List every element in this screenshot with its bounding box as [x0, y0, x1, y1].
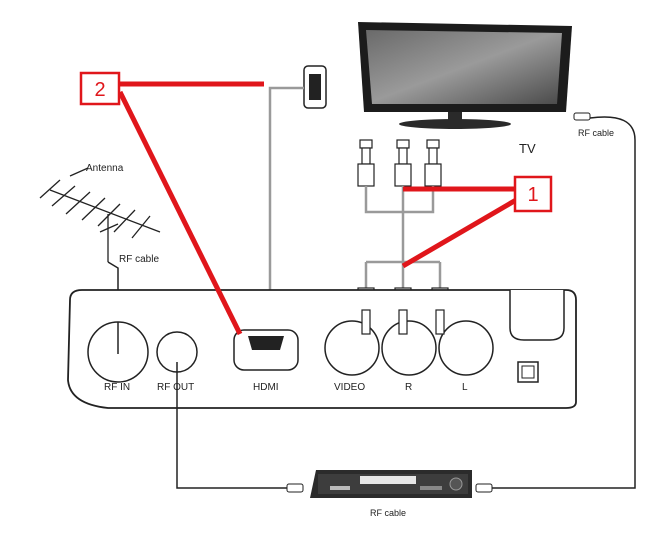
hdmi-port-icon — [233, 329, 299, 371]
tv-icon — [358, 22, 572, 129]
callout-2-number: 2 — [94, 79, 105, 101]
receiver-icon — [310, 470, 472, 498]
rf-in-label: RF IN — [104, 382, 130, 393]
hdmi-cable-line — [268, 86, 304, 326]
video-label: VIDEO — [334, 382, 365, 393]
rf-connector-tv-icon — [573, 112, 591, 121]
rf-cable-antenna-label: RF cable — [119, 254, 159, 265]
r-label: R — [405, 382, 412, 393]
tv-label: TV — [519, 141, 536, 156]
callout-1: 1 — [401, 175, 553, 269]
rf-cable-tv-line — [492, 116, 636, 489]
hdmi-plug-top-icon — [303, 65, 327, 109]
rf-cable-bottom-label: RF cable — [370, 508, 406, 518]
set-top-box-panel — [67, 289, 577, 409]
antenna-label: Antenna — [86, 163, 124, 174]
hdmi-label: HDMI — [253, 382, 279, 393]
rca-plug-tips-icon — [361, 309, 445, 335]
l-label: L — [462, 382, 468, 393]
rca-cable-lines — [364, 186, 442, 290]
callout-1-number: 1 — [527, 184, 538, 206]
rf-out-label: RF OUT — [157, 382, 194, 393]
rf-cable-tv-label: RF cable — [578, 128, 614, 138]
antenna-icon — [39, 167, 161, 262]
video-port-icon — [324, 320, 380, 376]
rf-connector-bottom-left-icon — [286, 483, 304, 493]
l-port-icon — [438, 320, 494, 376]
callout-2: 2 — [79, 71, 264, 336]
rf-out-cable-line — [176, 362, 292, 489]
r-port-icon — [381, 320, 437, 376]
rf-connector-bottom-right-icon — [475, 483, 493, 493]
power-socket-icon — [517, 361, 539, 383]
rca-plugs-top-icon — [357, 139, 442, 187]
